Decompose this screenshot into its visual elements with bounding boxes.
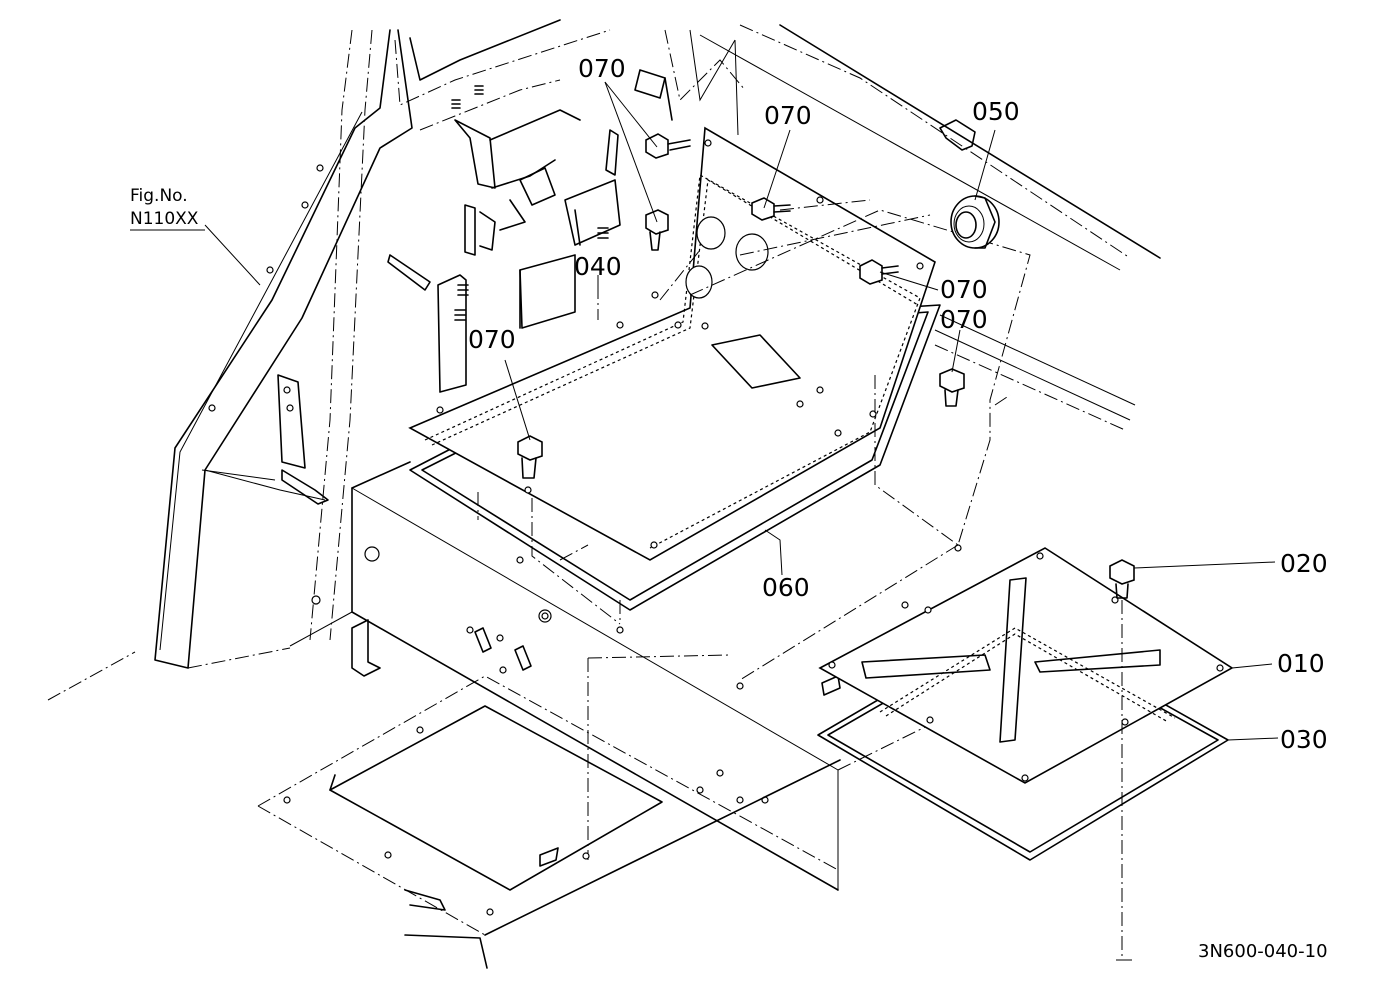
callout-020: 020 <box>1280 549 1328 578</box>
callout-010: 010 <box>1277 649 1325 678</box>
callout-070-mid: 070 <box>764 101 812 130</box>
cover-plate-010 <box>818 547 1234 784</box>
floor-plate-lower <box>257 675 841 969</box>
callout-070-right2: 070 <box>940 305 988 334</box>
callout-070-right1: 070 <box>940 275 988 304</box>
cab-pillar-frame <box>47 29 413 701</box>
leader-lines <box>130 81 1279 741</box>
drawing-number: 3N600-040-10 <box>1198 941 1328 962</box>
callout-060: 060 <box>762 573 810 602</box>
callout-070-left: 070 <box>468 325 516 354</box>
callout-labels: 070 070 050 040 070 070 070 020 060 010 … <box>468 54 1328 754</box>
callout-040: 040 <box>574 252 622 281</box>
bolt-070-1 <box>645 133 691 159</box>
callout-030: 030 <box>1280 725 1328 754</box>
figure-reference: Fig.No. N110XX <box>130 186 199 229</box>
clip-bracket <box>939 119 976 151</box>
callout-070-top: 070 <box>578 54 626 83</box>
rear-frame-outline <box>394 19 1161 431</box>
projection-lines <box>531 199 1031 681</box>
stud-bolts <box>451 85 609 321</box>
bolt-070-4 <box>859 259 899 285</box>
inner-bracket-parts <box>277 69 673 505</box>
bolt-070-2 <box>645 209 669 251</box>
bolt-070-5 <box>939 368 965 407</box>
bolt-070-3 <box>751 197 791 221</box>
main-box-body <box>289 461 1001 891</box>
figure-ref-line2: N110XX <box>130 209 199 229</box>
figure-ref-line1: Fig.No. <box>130 186 188 206</box>
callout-050: 050 <box>972 97 1020 126</box>
grommet-050 <box>950 195 1000 249</box>
bolt-020 <box>1109 559 1135 961</box>
bolt-070-6 <box>517 435 543 479</box>
